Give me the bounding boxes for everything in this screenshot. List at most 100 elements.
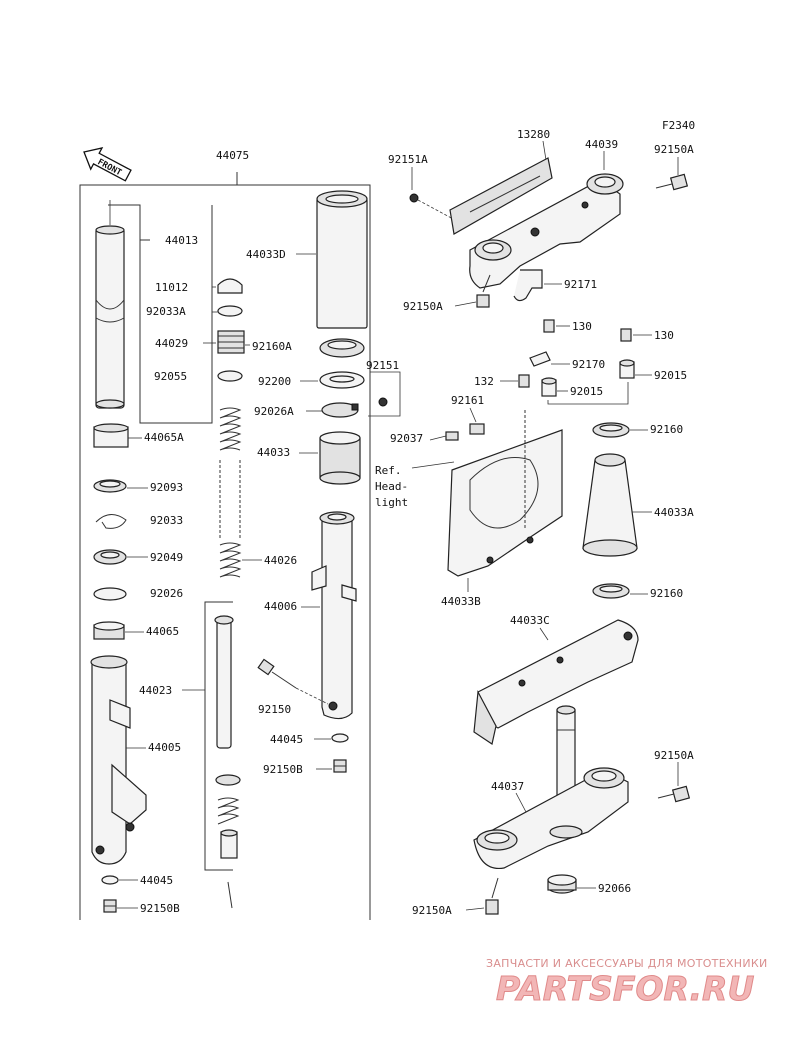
ref-note-line1: Ref. (375, 464, 402, 477)
cover-44033a (582, 453, 638, 557)
label-44045-left: 44045 (140, 874, 173, 887)
watermark-tagline: ЗАПЧАСТИ И АКСЕССУАРЫ ДЛЯ МОТОТЕХНИКИ (486, 957, 768, 970)
label-92160a: 92160A (252, 340, 292, 353)
ref-note-line2: Head- (375, 480, 408, 493)
cover-13280 (449, 157, 553, 235)
label-92200: 92200 (258, 375, 291, 388)
label-92160-a: 92160 (650, 423, 683, 436)
circlip-92033 (95, 514, 127, 529)
label-130-b: 130 (654, 329, 674, 342)
label-92150a-top: 92150A (654, 143, 694, 156)
label-92033a: 92033A (146, 305, 186, 318)
clamp-92037 (445, 431, 459, 441)
label-92026a: 92026A (254, 405, 294, 418)
label-92161: 92161 (451, 394, 484, 407)
clamp-92026a (321, 402, 359, 418)
label-44006: 44006 (264, 600, 297, 613)
bolt-130-b (620, 328, 632, 342)
label-92151a: 92151A (388, 153, 428, 166)
top-bracket-44039 (469, 173, 624, 289)
ref-note: Ref. Head- light (375, 461, 455, 509)
spring-44026 (219, 407, 242, 578)
label-92150: 92150 (258, 703, 291, 716)
label-44075: 44075 (216, 149, 249, 162)
front-arrow-icon: FRONT (83, 147, 132, 182)
label-44039: 44039 (585, 138, 618, 151)
outer-cover-44033d (316, 190, 368, 329)
label-92026: 92026 (150, 587, 183, 600)
seal-92049 (93, 549, 127, 565)
bolt-92150b-mid (333, 759, 347, 773)
label-44026: 44026 (264, 554, 297, 567)
ring-92160-a (592, 422, 630, 438)
label-92055: 92055 (154, 370, 187, 383)
bolt-132 (518, 374, 530, 388)
bolt-92150a-bottom (485, 877, 499, 915)
bolt-92150 (257, 658, 329, 705)
label-44033: 44033 (257, 446, 290, 459)
seal-92093 (93, 479, 127, 493)
label-44065a: 44065A (144, 431, 184, 444)
label-44045-mid: 44045 (270, 733, 303, 746)
screw-92151 (378, 397, 388, 407)
label-92150a-topleft: 92150A (403, 300, 443, 313)
label-44033d: 44033D (246, 248, 286, 261)
collar-92015-b (619, 359, 635, 379)
label-92066: 92066 (598, 882, 631, 895)
outer-tube-44005 (90, 655, 147, 865)
label-92093: 92093 (150, 481, 183, 494)
label-44065: 44065 (146, 625, 179, 638)
label-92049: 92049 (150, 551, 183, 564)
label-92170: 92170 (572, 358, 605, 371)
outer-tube-44006 (311, 511, 357, 720)
steering-stem-44037 (473, 705, 629, 870)
oring-92055 (217, 370, 243, 382)
damper-rod-44023 (204, 601, 241, 909)
label-92150b-left: 92150B (140, 902, 180, 915)
fork-assembly-bracket (79, 172, 371, 920)
bushing-44065a (93, 423, 129, 448)
washer-92200 (319, 371, 365, 389)
bracket-92170 (529, 351, 551, 367)
watermark-brand: PARTSFOR.RU (496, 969, 754, 1008)
lower-cover-44033c (473, 619, 639, 745)
label-92160-b: 92160 (650, 587, 683, 600)
oring-92033a (217, 305, 243, 317)
inner-tube-44013 (95, 200, 125, 409)
label-92037: 92037 (390, 432, 423, 445)
label-44013: 44013 (165, 234, 198, 247)
label-44033a: 44033A (654, 506, 694, 519)
label-92033: 92033 (150, 514, 183, 527)
ref-note-line3: light (375, 496, 408, 509)
adjuster-44029 (217, 330, 245, 354)
label-130-a: 130 (572, 320, 592, 333)
ring-92160a (319, 338, 365, 358)
bolt-92150a-topright (655, 173, 689, 191)
label-13280: 13280 (517, 128, 550, 141)
cover-44033 (319, 431, 361, 485)
bolt-92150a-topleft (476, 274, 491, 308)
headlight-bracket-44033b (447, 410, 563, 577)
label-92151: 92151 (366, 359, 399, 372)
collar-92015-a (541, 377, 557, 397)
bushing-44065 (93, 621, 125, 640)
label-92150b-mid: 92150B (263, 763, 303, 776)
bolt-130-a (543, 319, 555, 333)
ring-92160-b (592, 583, 630, 599)
label-92150a-right: 92150A (654, 749, 694, 762)
label-44033c: 44033C (510, 614, 550, 627)
bolt-92150a-right (657, 785, 691, 803)
cap-11012 (217, 278, 243, 294)
bracket-92171 (513, 269, 543, 302)
label-92015-a: 92015 (570, 385, 603, 398)
label-132: 132 (474, 375, 494, 388)
washer-44045-mid (331, 733, 349, 743)
grommet-92161 (469, 423, 485, 435)
bearing-92066 (547, 874, 577, 894)
screw-92151a (409, 193, 456, 221)
label-11012: 11012 (155, 281, 188, 294)
label-44023: 44023 (139, 684, 172, 697)
label-44037: 44037 (491, 780, 524, 793)
